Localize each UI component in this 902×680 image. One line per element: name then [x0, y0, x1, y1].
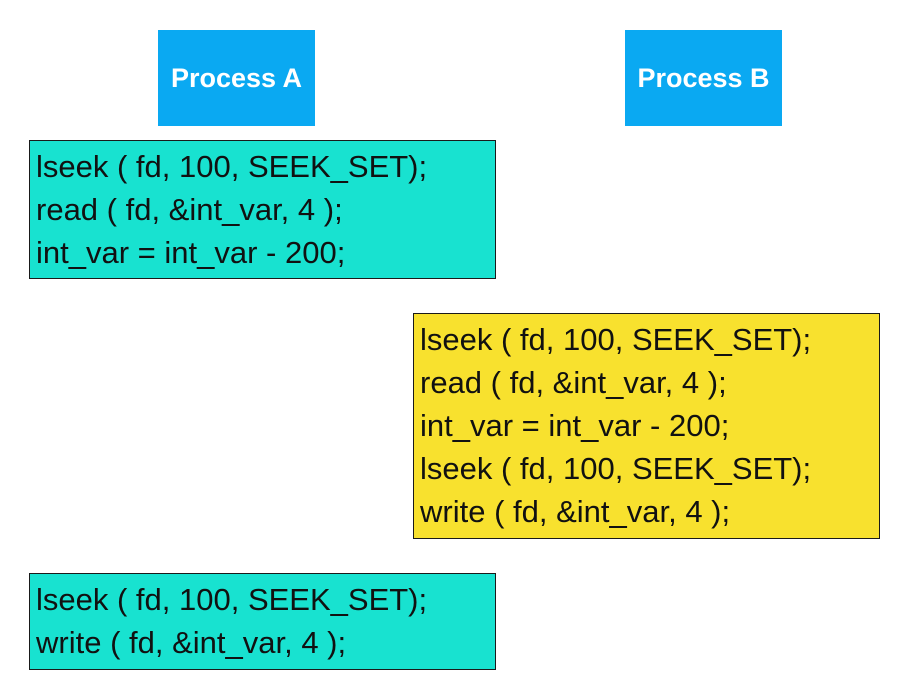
process-b-code-block: lseek ( fd, 100, SEEK_SET); read ( fd, &…	[413, 313, 880, 539]
code-line: write ( fd, &int_var, 4 );	[420, 494, 731, 529]
code-line: lseek ( fd, 100, SEEK_SET);	[36, 149, 428, 184]
process-a-code-block-2: lseek ( fd, 100, SEEK_SET); write ( fd, …	[29, 573, 496, 670]
code-line: write ( fd, &int_var, 4 );	[36, 625, 347, 660]
code-line: int_var = int_var - 200;	[420, 408, 730, 443]
process-a-header: Process A	[158, 30, 315, 126]
process-b-header: Process B	[625, 30, 782, 126]
code-line: lseek ( fd, 100, SEEK_SET);	[420, 322, 812, 357]
process-b-label: Process B	[637, 62, 770, 93]
code-line: read ( fd, &int_var, 4 );	[420, 365, 727, 400]
process-a-label: Process A	[170, 62, 303, 93]
code-line: read ( fd, &int_var, 4 );	[36, 192, 343, 227]
process-a-code-block-1: lseek ( fd, 100, SEEK_SET); read ( fd, &…	[29, 140, 496, 279]
code-line: int_var = int_var - 200;	[36, 235, 346, 270]
code-line: lseek ( fd, 100, SEEK_SET);	[36, 582, 428, 617]
code-line: lseek ( fd, 100, SEEK_SET);	[420, 451, 812, 486]
